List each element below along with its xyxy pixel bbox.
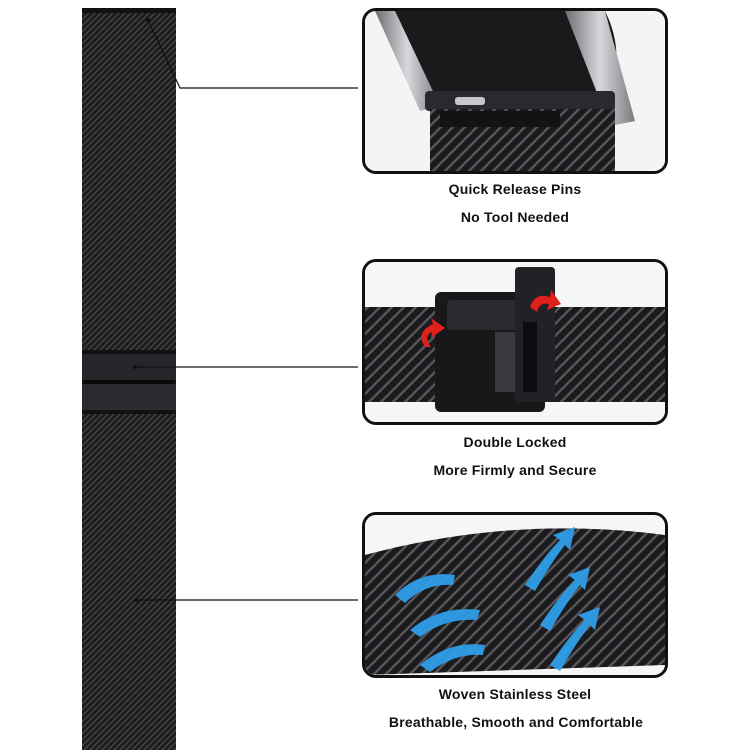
double-locked-panel [362,259,668,425]
feature-3-title: Woven Stainless Steel [438,686,592,702]
feature-2-title: Double Locked [463,434,567,450]
airflow-arrow-icon [395,527,600,672]
strap-upper-mesh [82,8,176,360]
quick-release-pins-panel [362,8,668,174]
quick-release-pins-image [365,11,665,171]
woven-steel-image [365,515,665,675]
red-arrow-icon-2 [530,290,561,312]
feature-2-subtitle: More Firmly and Secure [433,462,597,478]
woven-steel-panel [362,512,668,678]
strap-buckle [82,350,176,414]
feature-1-title: Quick Release Pins [448,181,582,197]
red-arrow-icon [421,318,445,347]
feature-1-subtitle: No Tool Needed [460,209,570,225]
double-locked-image [365,262,665,422]
strap-lower-mesh [82,404,176,750]
feature-3-subtitle: Breathable, Smooth and Comfortable [388,714,644,730]
mesh-strap [82,8,176,750]
